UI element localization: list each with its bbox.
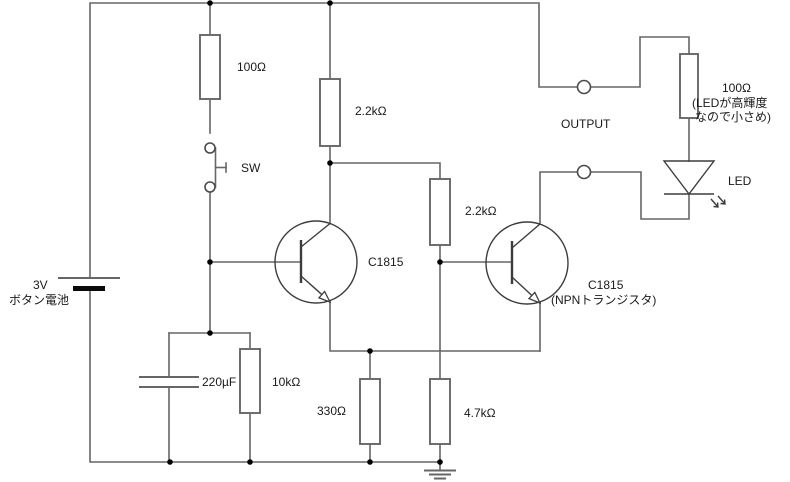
output-terminal-bottom (576, 164, 592, 180)
transistor-q1 (274, 220, 358, 304)
transistor-q1-label: C1815 (368, 255, 404, 269)
junction-dot (367, 459, 373, 465)
led-symbol (662, 160, 726, 208)
transistor-q2-label: C1815 (588, 278, 624, 292)
transistor-q2-emitter-arrow (527, 291, 542, 305)
junction-dot (327, 160, 333, 166)
wire-bottom-rail (89, 289, 441, 463)
junction-dot (167, 459, 173, 465)
wire-output2-to-led (539, 171, 690, 225)
led-light-arrows (710, 195, 726, 208)
transistor-q1-emitter-arrow (317, 290, 332, 304)
push-switch (204, 142, 227, 193)
junction-dot (367, 348, 373, 354)
resistor-r1-label: 100Ω (237, 60, 266, 74)
switch-label: SW (241, 161, 261, 175)
junction-dot (437, 459, 443, 465)
led-label: LED (728, 174, 752, 188)
capacitor-label: 220µF (202, 375, 236, 389)
wires (89, 2, 690, 471)
resistor-r3-label: 2.2kΩ (465, 204, 497, 218)
junction-dot (207, 0, 213, 6)
transistor-q2-collector (511, 223, 541, 249)
capacitor-c1 (139, 376, 199, 388)
resistor-r7-body (679, 53, 699, 119)
wire-coupling-to-r3 (329, 162, 441, 180)
labels: 100Ω SW 2.2kΩ 2.2kΩ C1815 C1815 (NPNトランジ… (9, 60, 771, 420)
resistor-r6-label: 4.7kΩ (464, 406, 496, 420)
output-label: OUTPUT (561, 117, 611, 131)
resistor-r7-label: 100Ω (722, 81, 751, 95)
resistor-r6-body (429, 378, 451, 445)
junction-dot (437, 259, 443, 265)
transistor-q2 (485, 221, 569, 305)
resistor-r4-body (239, 348, 261, 414)
led-arrow-1 (710, 198, 719, 208)
led-arrow-2-head (720, 199, 726, 205)
junction-dot (207, 259, 213, 265)
battery-name-label: ボタン電池 (9, 293, 69, 307)
transistor-q1-circle (274, 220, 358, 304)
ground-symbol (424, 469, 456, 480)
resistor-r7-note-line1: (LEDが高輝度 (692, 95, 767, 110)
resistor-r7-note-line2: なので小さめ) (695, 110, 771, 124)
transistor-q1-collector (300, 222, 331, 248)
transistor-q1-emitter (300, 275, 323, 296)
battery-3v (58, 277, 120, 291)
transistor-q2-note: (NPNトランジスタ) (551, 293, 656, 307)
output-terminal-top (576, 79, 592, 95)
led-arrow-2 (717, 195, 726, 205)
led-arrow-1-head (713, 202, 719, 208)
transistor-q2-circle (485, 221, 569, 305)
wire-emitter-rail (329, 300, 541, 352)
junction-dot (207, 330, 213, 336)
resistor-r4-label: 10kΩ (272, 375, 300, 389)
switch-contact-bottom (204, 181, 216, 193)
wire-top-left-rail (89, 2, 690, 279)
junction-dot (247, 459, 253, 465)
junction-dots (167, 0, 443, 465)
resistor-r2-body (319, 78, 341, 147)
resistor-r1-body (199, 34, 221, 100)
resistor-r5-label: 330Ω (317, 404, 346, 418)
switch-contact-top (204, 142, 216, 154)
resistor-r3-body (429, 178, 451, 246)
resistor-r5-body (359, 378, 381, 445)
resistor-r2-label: 2.2kΩ (355, 104, 387, 118)
junction-dot (327, 0, 333, 6)
battery-voltage-label: 3V (33, 278, 48, 292)
transistor-q2-emitter (511, 276, 533, 297)
led-triangle (662, 160, 716, 196)
